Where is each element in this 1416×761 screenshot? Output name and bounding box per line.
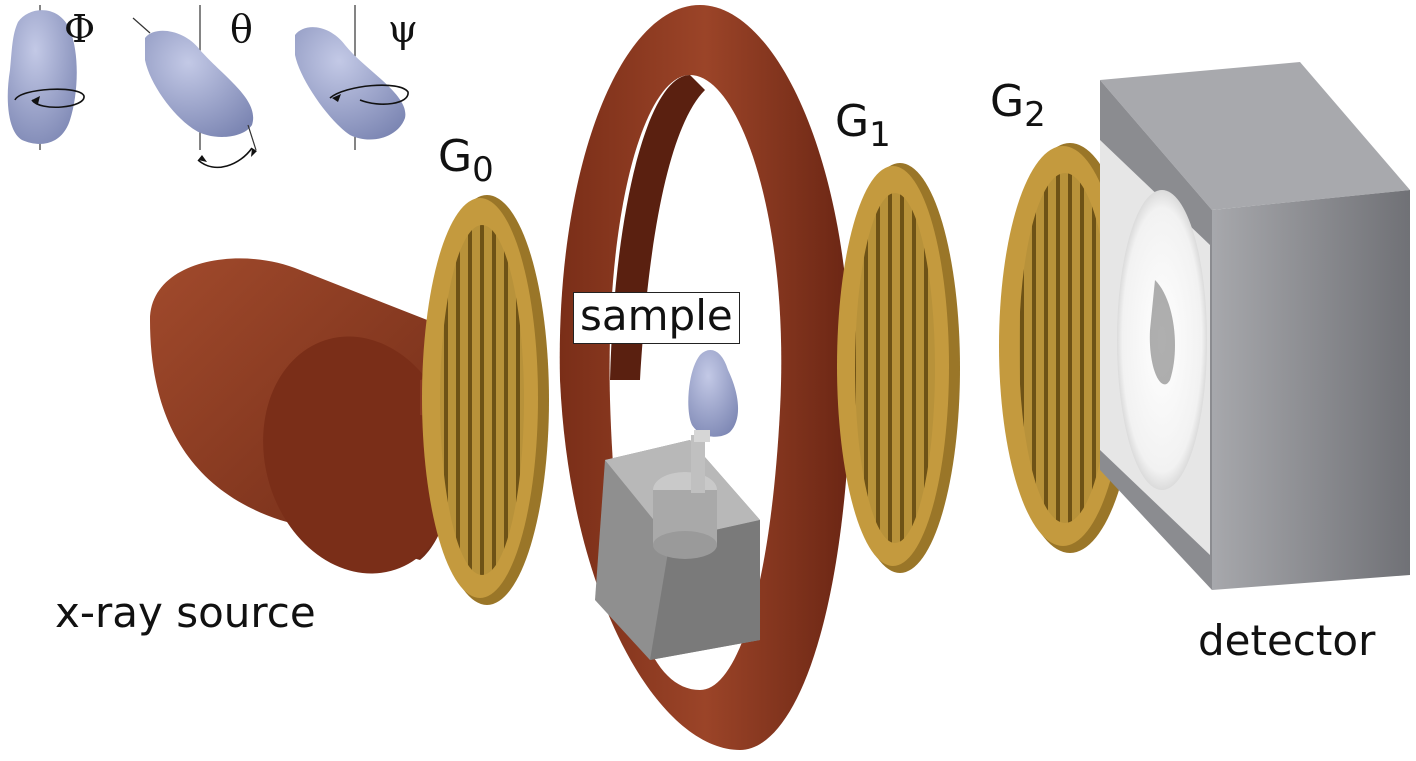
rotation-psi-icon: [295, 5, 409, 150]
grating-g1: [837, 163, 960, 573]
detector: [1100, 62, 1410, 590]
sample-label: sample: [573, 292, 740, 344]
grating-g0: [422, 195, 549, 605]
g1-label: G1: [835, 96, 891, 155]
g2-label: G2: [990, 76, 1046, 135]
phi-label: Φ: [64, 7, 96, 51]
sample-specimen: [688, 350, 739, 442]
rotation-theta-icon: [132, 5, 257, 169]
theta-label: θ: [230, 7, 253, 51]
source-label: x-ray source: [55, 588, 316, 637]
g0-label: G0: [438, 131, 494, 190]
rotation-phi-icon: [7, 5, 85, 150]
xray-source: [150, 258, 467, 574]
detector-label: detector: [1198, 616, 1376, 665]
sample-stage: [595, 435, 760, 660]
psi-label: ψ: [388, 7, 418, 51]
